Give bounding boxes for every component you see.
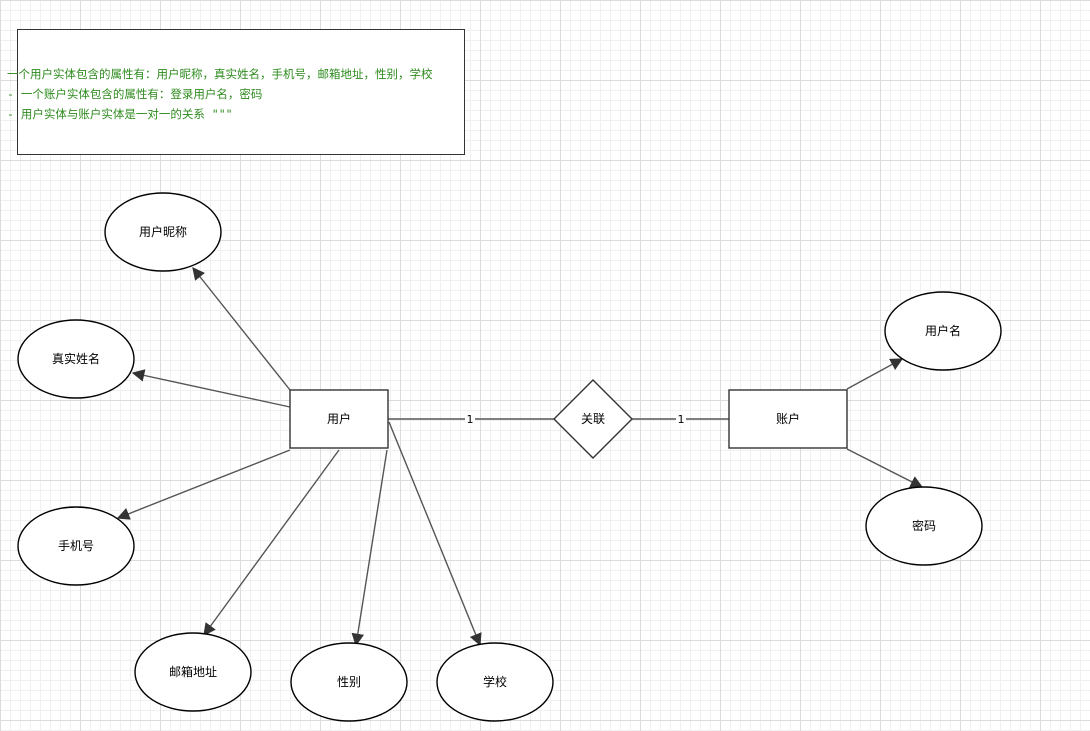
attribute-school-label: 学校 bbox=[483, 674, 507, 689]
connector-user-real-name[interactable] bbox=[131, 369, 291, 408]
connector-account-password[interactable] bbox=[846, 448, 924, 488]
entity-user[interactable]: 用户 bbox=[289, 389, 389, 449]
cardinality-account: 1 bbox=[678, 413, 685, 426]
connector-user-phone[interactable] bbox=[116, 449, 291, 520]
connector-user-email[interactable] bbox=[203, 449, 340, 637]
cardinality-user: 1 bbox=[467, 413, 474, 426]
connector-user-nickname[interactable] bbox=[192, 267, 291, 391]
attribute-nickname-label: 用户昵称 bbox=[139, 224, 187, 239]
connector-user-gender[interactable] bbox=[351, 449, 388, 647]
attribute-nickname[interactable]: 用户昵称 bbox=[104, 192, 222, 272]
note-line-1: 一个用户实体包含的属性有：用户昵称，真实姓名，手机号，邮箱地址，性别，学校 bbox=[7, 67, 433, 81]
relationship-diamond[interactable]: 关联 bbox=[553, 379, 633, 459]
attribute-username[interactable]: 用户名 bbox=[884, 291, 1002, 371]
connector-account-username[interactable] bbox=[846, 358, 904, 390]
attribute-username-label: 用户名 bbox=[925, 323, 961, 338]
relationship-label: 关联 bbox=[581, 412, 605, 426]
note-line-2: - 一个账户实体包含的属性有：登录用户名，密码 bbox=[7, 87, 263, 101]
entity-user-label: 用户 bbox=[327, 411, 351, 426]
attribute-phone[interactable]: 手机号 bbox=[17, 506, 135, 586]
account-attribute-connectors bbox=[846, 358, 924, 488]
attribute-real-name[interactable]: 真实姓名 bbox=[17, 319, 135, 399]
entity-account[interactable]: 账户 bbox=[728, 389, 848, 449]
attribute-password-label: 密码 bbox=[912, 518, 936, 533]
attribute-email-label: 邮箱地址 bbox=[169, 664, 217, 679]
attribute-gender-label: 性别 bbox=[337, 675, 361, 689]
attribute-gender[interactable]: 性别 bbox=[290, 642, 408, 722]
entity-account-label: 账户 bbox=[776, 411, 800, 426]
attribute-school[interactable]: 学校 bbox=[436, 642, 554, 722]
requirements-note[interactable]: 一个用户实体包含的属性有：用户昵称，真实姓名，手机号，邮箱地址，性别，学校 - … bbox=[7, 29, 465, 155]
note-line-3: - 用户实体与账户实体是一对一的关系 """ bbox=[7, 107, 233, 121]
attribute-password[interactable]: 密码 bbox=[865, 486, 983, 566]
attribute-email[interactable]: 邮箱地址 bbox=[134, 632, 252, 712]
cardinality-labels: 1 1 bbox=[465, 411, 686, 426]
attribute-real-name-label: 真实姓名 bbox=[52, 351, 100, 366]
connector-user-school[interactable] bbox=[388, 421, 482, 647]
user-attribute-connectors bbox=[116, 267, 482, 647]
attribute-phone-label: 手机号 bbox=[58, 539, 94, 553]
